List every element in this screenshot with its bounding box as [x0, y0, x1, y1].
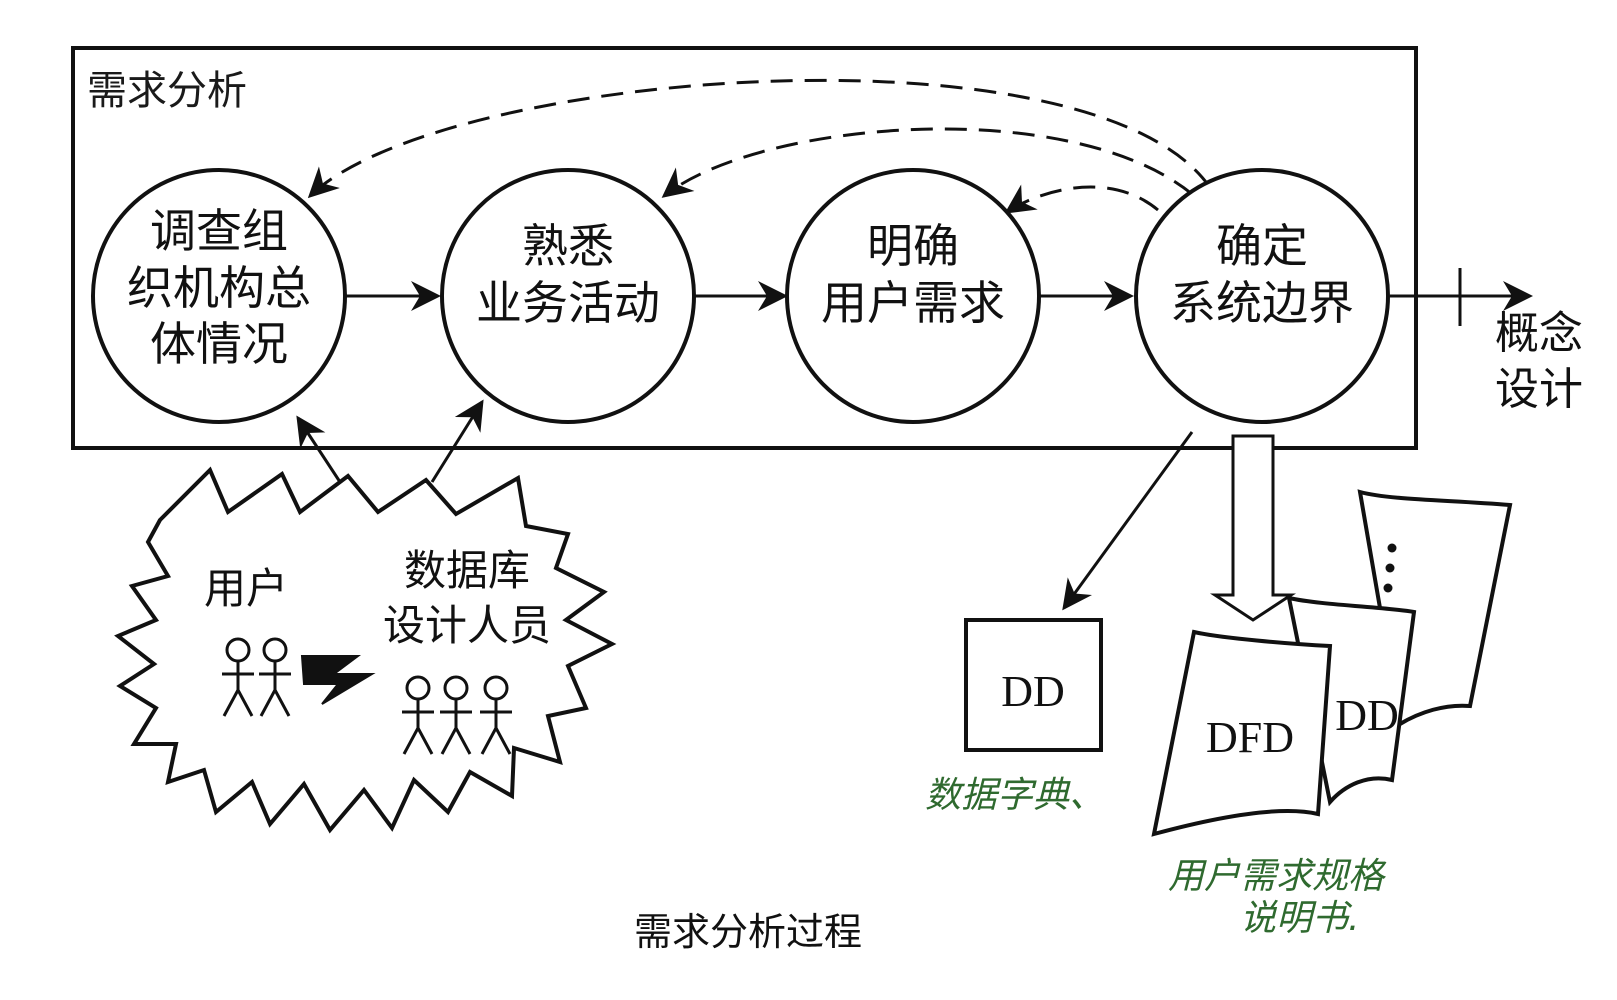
dd-box-label: DD: [1001, 667, 1065, 716]
analysis-panel: [71, 46, 1418, 450]
process-node-3: 明确 用户需求: [785, 168, 1041, 424]
document-stack-icon: DD DFD: [1151, 489, 1513, 837]
process-node-4-line-2: 系统边界: [1170, 276, 1354, 330]
process-node-3-line-2: 用户需求: [821, 276, 1005, 330]
document-dfd-label: DFD: [1206, 713, 1294, 762]
stick-figure-icon: [440, 675, 472, 755]
ellipsis-dot-3: [1383, 583, 1393, 593]
dd-box: [964, 618, 1103, 752]
stick-figure-icon: [222, 637, 254, 717]
process-node-1-line-1: 调查组: [150, 204, 288, 258]
process-node-2: 熟悉 业务活动: [440, 168, 696, 424]
cloud-arrow-to-node-1: [296, 415, 342, 483]
process-node-4-line-1: 确定: [1216, 219, 1308, 273]
stick-figure-icon: [259, 637, 291, 717]
stick-figure-icon: [402, 675, 434, 755]
next-stage-label-line-2: 设计: [1495, 364, 1583, 415]
process-node-1-line-2: 织机构总: [127, 261, 311, 315]
process-node-3-line-1: 明确: [867, 219, 959, 273]
process-node-1: 调查组 织机构总 体情况: [91, 168, 347, 424]
arrow-to-dd-box: [1062, 431, 1194, 611]
next-stage-label-line-1: 概念: [1495, 308, 1583, 359]
panel-title: 需求分析: [87, 68, 247, 114]
process-node-2-line-2: 业务活动: [476, 276, 660, 330]
feedback-arrow-to-node-2: [661, 127, 1193, 198]
cloud-user-label: 用户: [204, 564, 288, 613]
handwritten-spec-note-line-2: 说明书.: [1240, 898, 1359, 939]
big-arrow-to-document-stack: [1209, 434, 1297, 622]
lightning-icon: [300, 655, 376, 705]
document-dd-label: DD: [1335, 691, 1399, 740]
handwritten-spec-note-line-1: 用户需求规格: [1168, 856, 1387, 897]
document-sheet-front: [1151, 629, 1333, 837]
cloud-arrow-to-node-2: [430, 399, 484, 483]
ellipsis-dot-2: [1385, 563, 1395, 573]
cloud-designer-line-2: 设计人员: [383, 601, 551, 650]
handwritten-dd-note: 数据字典、: [925, 775, 1105, 816]
stick-figure-icon: [480, 675, 512, 755]
ellipsis-dot-1: [1387, 543, 1397, 553]
process-node-1-line-3: 体情况: [150, 317, 288, 371]
feedback-arrow-to-node-1: [307, 78, 1211, 199]
process-node-2-line-1: 熟悉: [522, 219, 614, 273]
cloud-designer-line-1: 数据库: [404, 546, 530, 595]
user-designer-cloud: [114, 466, 617, 834]
diagram-caption: 需求分析过程: [634, 910, 862, 954]
feedback-arrow-to-node-3: [1004, 184, 1159, 214]
process-node-4: 确定 系统边界: [1134, 168, 1390, 424]
